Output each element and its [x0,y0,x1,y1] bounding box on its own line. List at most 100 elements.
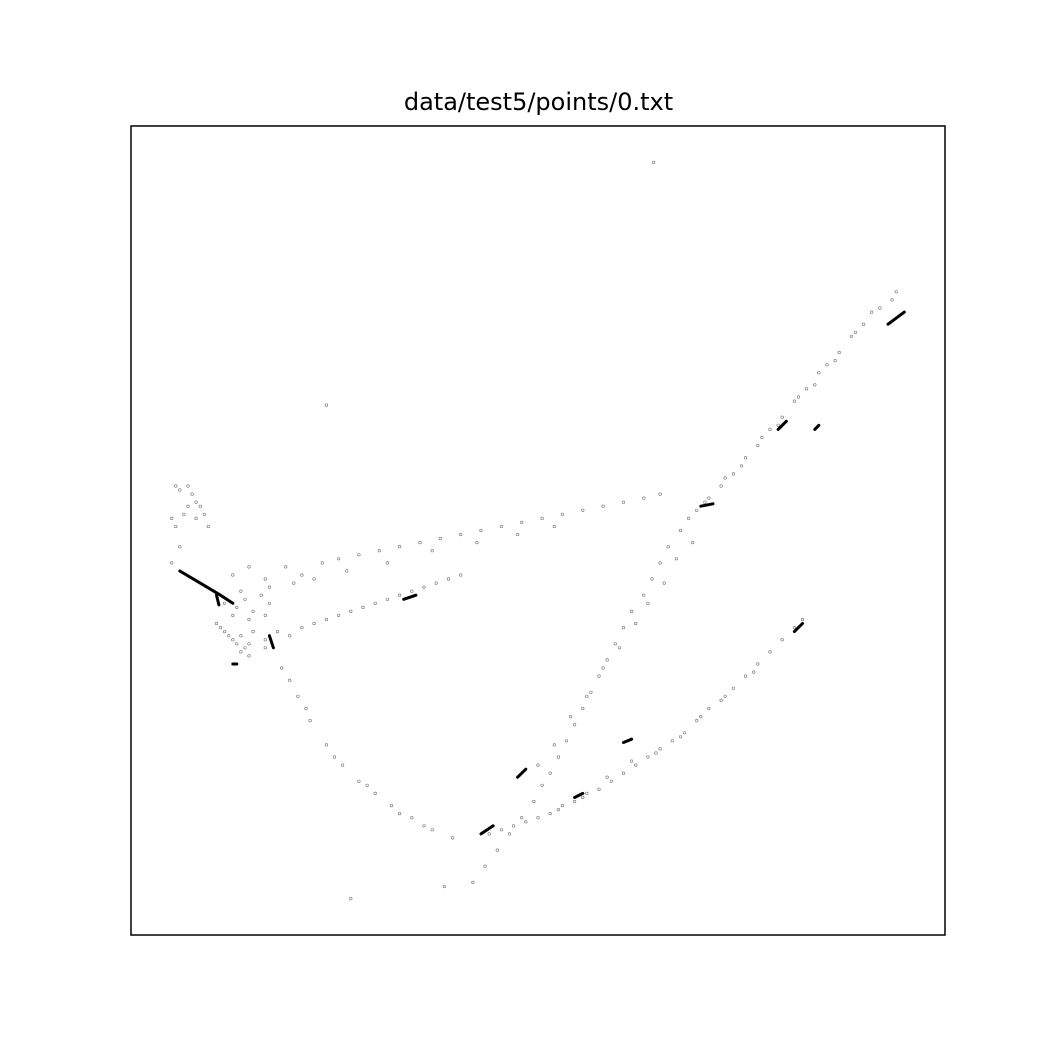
scatter-point-168 [377,549,381,553]
scatter-point-97 [678,735,683,739]
scatter-point-142 [373,601,377,605]
scatter-point-115 [422,824,426,828]
scatter-point-153 [259,593,263,597]
scatter-point-37 [629,609,634,614]
scatter-point-25 [796,395,801,399]
dense-cluster-9 [792,622,804,634]
scatter-point-26 [776,423,780,427]
scatter-point-158 [223,601,227,605]
scatter-point-87 [560,803,565,808]
scatter-point-122 [218,625,223,630]
scatter-point-44 [572,723,577,727]
scatter-point-7 [849,334,854,338]
scatter-point-121 [214,621,219,626]
scatter-point-189 [475,540,479,545]
scatter-point-127 [223,629,227,634]
scatter-point-70 [768,650,772,654]
scatter-point-3 [894,290,898,294]
scatter-point-204 [170,561,174,565]
scatter-point-193 [178,488,182,492]
scatter-point-120 [288,678,292,682]
scatter-point-165 [320,561,324,565]
scatter-point-18 [719,484,723,488]
scatter-point-100 [605,775,609,779]
scatter-point-196 [194,500,198,504]
scatter-point-57 [674,557,679,561]
scatter-point-161 [247,565,251,569]
scatter-point-33 [666,545,670,549]
scatter-point-131 [247,642,251,646]
dense-cluster-3 [699,502,715,508]
scatter-point-160 [231,573,235,577]
scatter-point-146 [422,585,426,589]
scatter-point-67 [800,617,805,622]
scatter-point-99 [629,759,634,763]
scatter-point-133 [263,638,267,642]
scatter-point-15 [756,444,760,448]
scatter-point-107 [373,791,377,796]
scatter-point-20 [695,508,699,512]
scatter-point-157 [263,613,267,618]
scatter-point-141 [361,605,365,610]
scatter-point-31 [686,516,691,521]
scatter-point-169 [398,545,402,549]
dense-cluster-5 [215,593,221,607]
scatter-point-173 [479,528,483,533]
scatter-point-145 [410,589,414,593]
scatter-point-86 [572,799,577,804]
scatter-point-81 [634,763,638,767]
scatter-point-116 [398,811,402,816]
scatter-point-60 [634,621,638,626]
scatter-point-150 [235,605,239,610]
scatter-point-95 [723,694,727,698]
scatter-point-130 [239,634,243,638]
scatter-point-184 [292,581,296,585]
scatter-point-187 [385,561,390,565]
dense-cluster-2 [813,423,821,431]
scatter-point-190 [515,532,520,537]
scatter-point-128 [239,650,243,654]
scatter-point-125 [243,646,247,650]
scatter-point-195 [190,492,194,496]
scatter-point-117 [365,783,369,787]
scatter-point-89 [536,816,540,820]
scatter-point-166 [337,557,341,561]
scatter-point-206 [206,524,210,529]
scatter-point-112 [296,694,300,698]
scatter-point-135 [288,634,292,638]
scatter-point-132 [251,629,255,634]
scatter-point-147 [434,581,438,585]
scatter-point-199 [186,504,190,508]
dense-cluster-13 [573,791,585,799]
scatter-point-124 [235,642,239,646]
scatter-point-45 [564,739,569,743]
scatter-point-140 [349,609,353,614]
dense-cluster-12 [479,824,495,836]
scatter-point-192 [174,484,178,488]
scatter-point-76 [695,718,699,723]
scatter-point-17 [731,472,736,476]
scatter-point-118 [332,755,337,759]
scatter-point-205 [194,516,198,521]
scatter-point-72 [743,674,748,678]
scatter-point-24 [813,383,817,387]
scatter-point-129 [247,654,251,658]
scatter-point-149 [459,573,463,577]
scatter-point-201 [170,516,174,521]
scatter-point-183 [267,585,272,589]
scatter-point-0 [651,160,656,164]
scatter-point-2 [349,896,353,901]
scatter-point-182 [658,492,662,496]
scatter-point-92 [499,828,504,832]
scatter-point-152 [251,609,255,614]
scatter-point-123 [227,634,231,638]
scatter-point-32 [678,528,683,533]
scatter-point-159 [239,589,243,593]
scatter-point-191 [552,524,556,529]
scatter-point-78 [670,739,674,743]
scatter-point-8 [837,350,841,355]
scatter-point-40 [605,658,609,662]
scatter-point-170 [418,540,422,545]
scatter-point-98 [654,751,658,755]
scatter-point-91 [511,824,516,828]
